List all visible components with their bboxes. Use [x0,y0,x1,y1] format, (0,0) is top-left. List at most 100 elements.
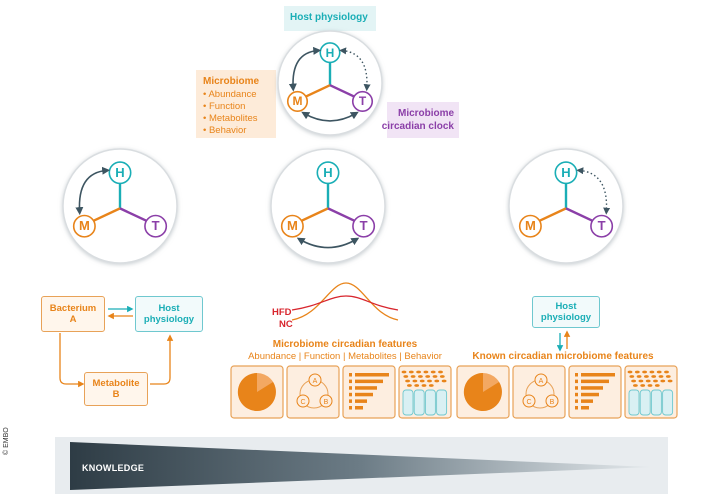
node-t-letter: T [359,218,368,234]
clock-node [144,214,168,238]
bacterium-shape [653,379,658,383]
node-h-letter: H [115,164,125,180]
bacterium-shape [414,384,420,387]
node-t-letter: T [358,94,367,109]
microbiome-node [286,90,309,112]
metabolite-bar [581,406,589,410]
clock-node [351,90,374,112]
nc-curve [291,282,399,321]
bacterium-shape [647,384,653,387]
metabolite-dot [575,373,578,377]
bacterium-shape [658,375,664,378]
clock-label-line2: circadian clock [381,121,454,132]
metabolite-bar [355,379,383,384]
bacterium-shape [654,384,660,387]
host-box-right: Host physiology [532,296,600,328]
metabolite-dot [575,406,578,410]
bacterium-shape [434,379,440,383]
bacterium-shape [656,370,662,374]
function-node [522,394,536,408]
function-node-label: C [526,399,531,406]
metabolite-dot [575,386,578,390]
bacterium-shape [421,384,427,387]
metabolite-dot [349,392,352,397]
metabolite-bar [355,386,377,390]
node-h-letter: H [325,45,335,60]
clock-arm [327,207,356,222]
function-node [319,394,333,408]
epithelial-cell [639,389,651,416]
bacterium-shape [408,370,414,374]
metabolite-label: Metabolite B [92,378,140,400]
metabolite-bar [355,406,363,410]
bacterium-shape [419,379,425,383]
metabolite-bar [581,373,615,377]
bacterium-shape [430,370,436,374]
bacterium-shape [439,375,445,378]
triad-right [508,148,624,264]
function-node [308,373,322,387]
microbiome-clock-arrow [301,111,359,122]
epithelial-cell [436,389,448,416]
epithelial-cell [628,389,640,416]
right-features-title: Known circadian microbiome features [472,351,654,362]
metabolite-dot [575,392,578,397]
feature-tile [512,365,566,419]
host-physiology-label: Host physiology [290,12,368,23]
bacterium-shape [642,370,647,374]
function-node-label: C [300,399,305,406]
bacterium-shape [427,379,432,383]
microbiome-clock-arrow [296,237,360,249]
microbiome-node [518,214,542,238]
bacterium-shape [645,379,651,383]
metabolite-dot [349,379,352,384]
bacterium-shape [627,370,633,374]
clock-node [590,214,614,238]
triad-top [277,30,383,136]
node-m-letter: M [286,218,298,234]
bacterium-shape [401,370,407,374]
knowledge-wedge [70,442,652,490]
feature-tile [286,365,340,419]
bacterium-shape [432,375,438,378]
bacterium-shape [644,375,649,378]
metabolite-bar [581,399,593,403]
host-label-bg [284,6,376,31]
bacterium-shape [664,370,669,374]
middle-features-subtitle: Abundance | Function | Metabolites | Beh… [248,351,442,362]
metabolite-dot [349,373,352,377]
knowledge-label: KNOWLEDGE [82,463,145,473]
bacterium-shape [428,384,434,387]
host-clock-arrow [339,47,371,92]
microbiome-item: Abundance [203,89,258,101]
clock-node [352,214,376,238]
nc-label: NC [279,319,293,330]
host-clock-arrow [576,167,611,215]
abundance-slice [237,372,276,411]
microbiome-item: Metabolites [203,113,258,125]
bacterium-shape [631,379,636,383]
node-h-letter: H [323,164,333,180]
microbiome-arm [300,207,329,222]
middle-features-title: Microbiome circadian features [272,339,418,350]
metabolite-dot [575,379,578,384]
epithelial-cell [413,389,425,416]
copyright: © EMBO [3,427,10,455]
microbiome-node [72,214,96,238]
bacterium-shape [649,370,655,374]
abundance-slice [463,372,502,411]
bacterium-shape [410,375,416,378]
epithelial-cell [650,389,662,416]
node-m-letter: M [292,94,303,109]
bacterium-shape [441,379,447,383]
host-microbiome-arrow [288,46,322,92]
node-m-letter: M [524,218,536,234]
epithelial-cell [402,389,414,416]
bacterium-shape [425,375,431,378]
bacterium-shape [438,370,443,374]
bacterium-shape [416,370,421,374]
bacterium-shape [418,375,423,378]
epithelial-cell [662,389,674,416]
